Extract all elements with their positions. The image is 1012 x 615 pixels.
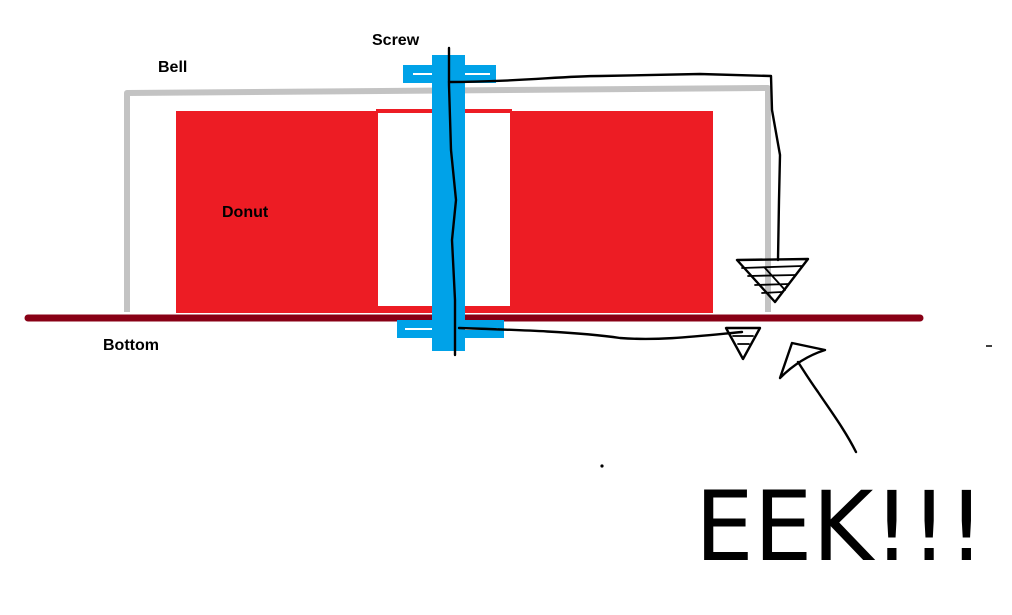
arrow-pointer (796, 360, 858, 454)
handwritten-eek-text: EEK!!! (695, 471, 985, 583)
handwritten-eek: EEK!!! (695, 471, 985, 583)
lower-terminal-icon (724, 326, 762, 361)
label-bell: Bell (158, 59, 187, 76)
screw-bottom-washer (397, 320, 504, 338)
label-bottom: Bottom (103, 337, 159, 354)
label-screw: Screw (372, 32, 420, 49)
donut-left-half (176, 111, 378, 313)
donut-right-half (510, 111, 713, 313)
arrow-head-icon (778, 341, 827, 380)
upper-terminal-hatching (741, 265, 803, 294)
stray-dot (600, 464, 604, 468)
label-donut: Donut (222, 204, 269, 221)
wire-top-run (447, 72, 782, 262)
upper-terminal-icon (735, 257, 810, 304)
wire-through-screw (447, 46, 458, 357)
wire-bottom-run (457, 326, 744, 341)
lower-terminal-hatching (732, 335, 754, 345)
